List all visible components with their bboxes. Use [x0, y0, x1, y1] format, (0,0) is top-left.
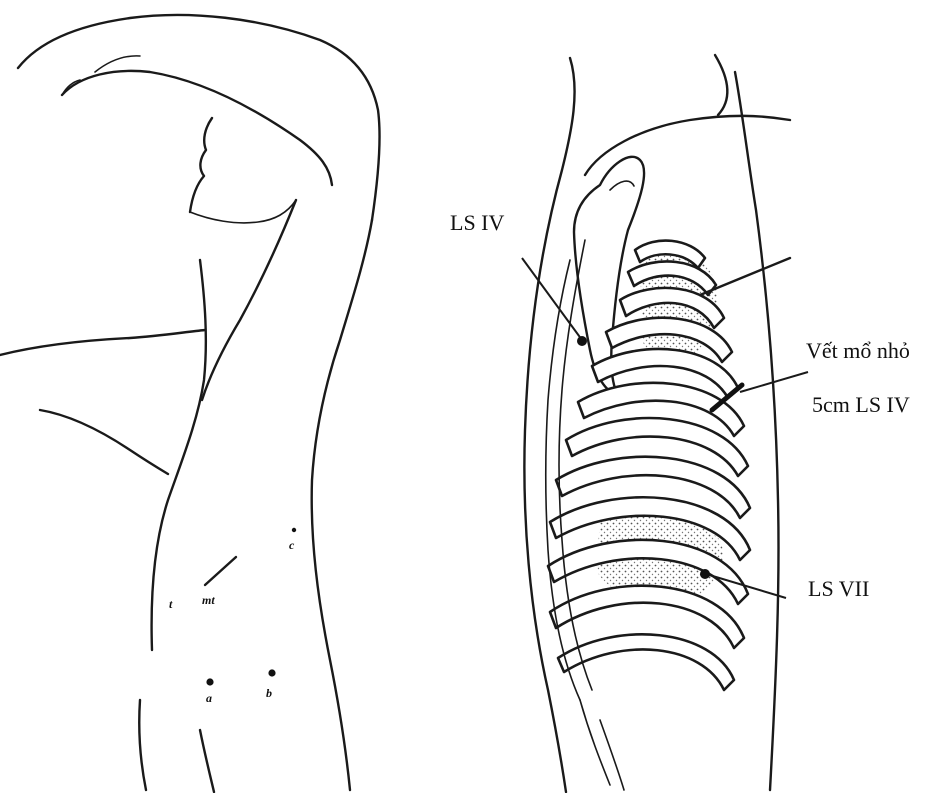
ls-iv-callout-line: [522, 258, 582, 340]
port-b-label: b: [266, 686, 272, 700]
lower-rib-lines-2: [600, 720, 624, 790]
torso-back-contour: [312, 220, 372, 790]
lower-arm-lower-contour: [40, 410, 168, 474]
elbow-crease: [95, 56, 140, 72]
incision-label-line1: Vết mổ nhỏ: [806, 338, 910, 363]
body-outline-right: [735, 72, 779, 790]
lower-arm-upper-contour: [0, 330, 205, 355]
mini-thoracotomy-incision: [205, 557, 236, 585]
ls-iv-label: LS IV: [450, 210, 505, 235]
port-a-dot: [206, 678, 213, 685]
ls-vii-port-dot: [700, 569, 710, 579]
right-panel-thorax: LS IV Vết mổ nhỏ 5cm LS IV LS VII: [450, 55, 910, 792]
hip-contour: [139, 700, 146, 790]
rib-12: [558, 634, 734, 690]
raised-arm-lower-contour: [62, 71, 332, 185]
face-profile: [190, 118, 212, 212]
lower-rib-lines: [580, 700, 610, 785]
port-c-dot: [292, 528, 296, 532]
torso-front-contour: [152, 260, 206, 650]
arm-crease: [715, 55, 727, 115]
lower-flank-contour: [200, 730, 214, 792]
incision-mt-label: mt: [202, 593, 215, 607]
port-b-dot: [268, 669, 275, 676]
port-c-label: c: [289, 538, 295, 552]
incision-label-line2: 5cm LS IV: [812, 392, 910, 417]
port-t-label: t: [169, 597, 173, 611]
chin-jaw-line: [190, 200, 296, 223]
ls-iv-port-dot: [577, 336, 587, 346]
rib-cage: [546, 240, 750, 790]
body-outline-left: [524, 58, 574, 792]
thoracoscope-instrument: [700, 258, 790, 295]
ls-vii-label: LS VII: [808, 576, 869, 601]
raised-arm-upper-contour: [18, 15, 380, 220]
port-a-label: a: [206, 691, 212, 705]
axilla-contour: [202, 200, 296, 400]
left-panel-patient: c mt t a b: [0, 15, 380, 792]
